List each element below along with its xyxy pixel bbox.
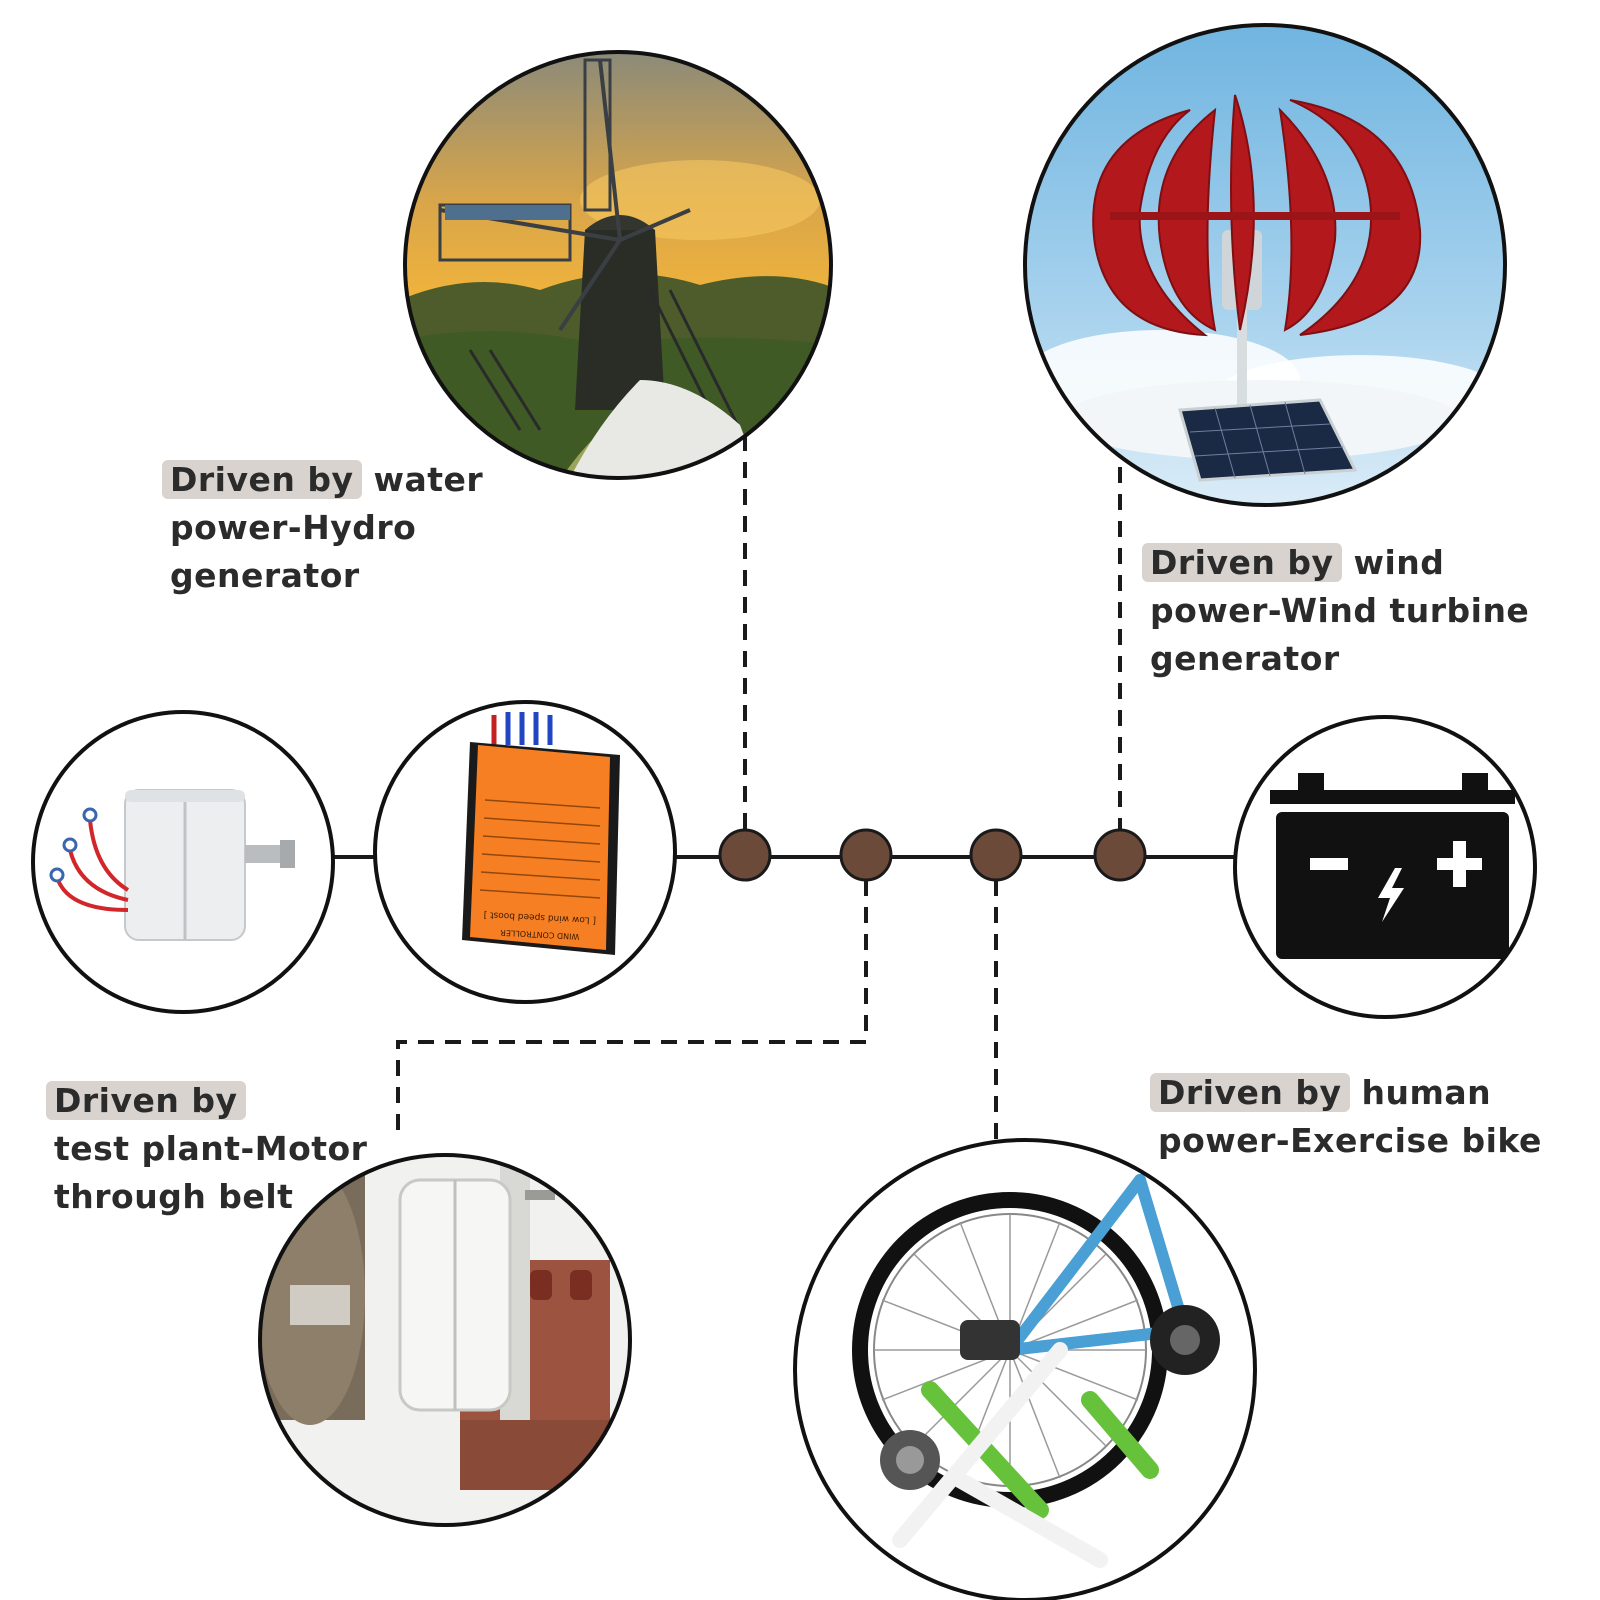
label-motor-line2: test plant-Motor (54, 1129, 368, 1168)
dashed-links (396, 435, 1122, 1140)
junction-node-3 (969, 828, 1023, 882)
label-motor-highlight: Driven by (46, 1081, 246, 1120)
label-bike-highlight: Driven by (1150, 1073, 1350, 1112)
label-bike: Driven by human power-Exercise bike (1150, 1069, 1542, 1165)
junction-node-1 (718, 828, 772, 882)
controller-title: WIND CONTROLLER (500, 928, 580, 941)
dashed-link-motor (396, 880, 868, 1135)
generator-icon (31, 710, 335, 1014)
label-bike-line2: power-Exercise bike (1158, 1121, 1542, 1160)
vertical-wind-turbine-icon (1023, 23, 1507, 507)
label-wind-highlight: Driven by (1142, 543, 1342, 582)
battery-icon (1233, 715, 1537, 1019)
junction-node-2 (839, 828, 893, 882)
label-hydro-highlight: Driven by (162, 460, 362, 499)
junction-node-4 (1093, 828, 1147, 882)
solar-panel-icon (1178, 398, 1358, 482)
label-wind-line3: generator (1150, 639, 1340, 678)
junction-nodes (718, 828, 1147, 882)
label-hydro: Driven by water power-Hydro generator (162, 456, 484, 600)
label-motor-line3: through belt (54, 1177, 294, 1216)
label-bike-line1: human (1349, 1073, 1492, 1112)
exercise-bike-icon (793, 1138, 1257, 1600)
label-hydro-line3: generator (170, 556, 360, 595)
label-motor: Driven by test plant-Motor through belt (46, 1077, 368, 1221)
label-wind: Driven by wind power-Wind turbine genera… (1142, 539, 1530, 683)
label-wind-line2: power-Wind turbine (1150, 591, 1530, 630)
label-hydro-line1: water (361, 460, 484, 499)
windmill-icon (403, 50, 833, 480)
wind-controller-icon: [ Low wind speed boost ] WIND CONTROLLER (373, 700, 677, 1004)
label-wind-line1: wind (1341, 543, 1445, 582)
label-hydro-line2: power-Hydro (170, 508, 417, 547)
